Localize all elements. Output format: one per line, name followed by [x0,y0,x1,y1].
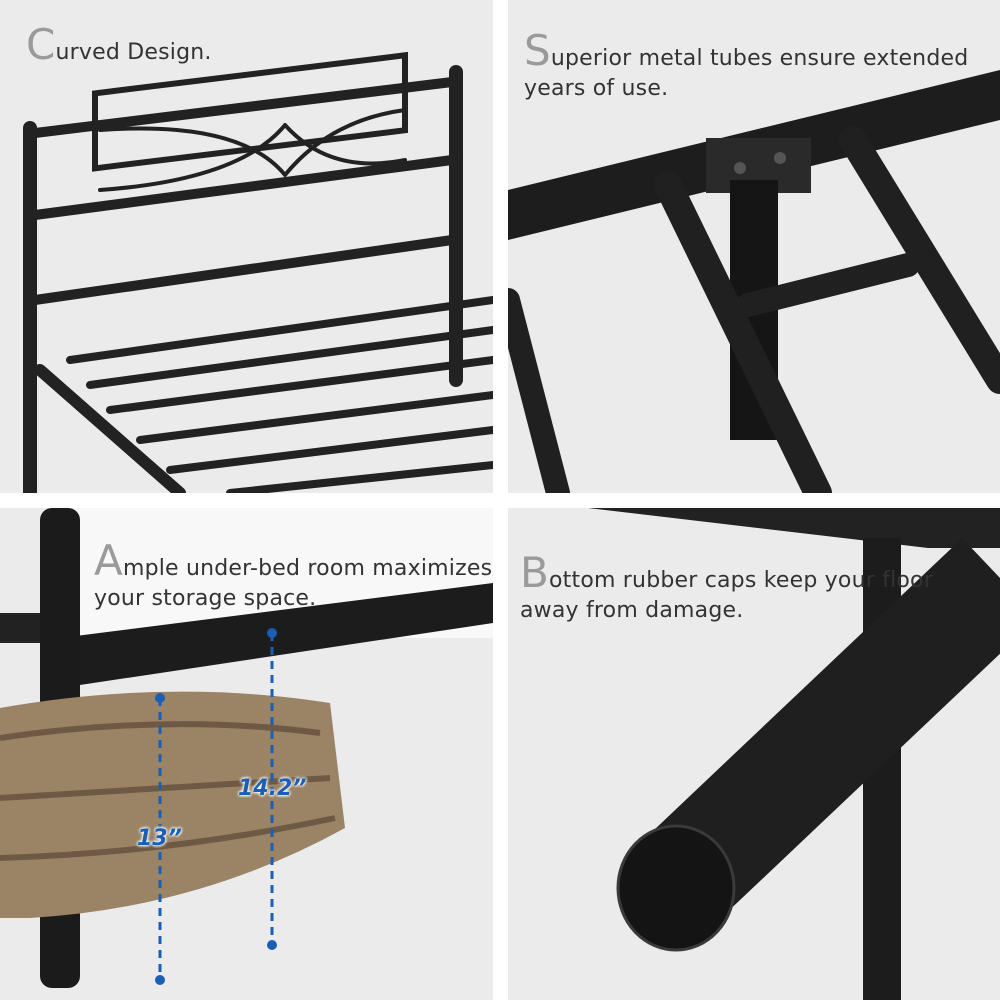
measurement-13-inch: 13” [137,826,182,851]
caption-curved-design: Curved Design. [26,24,212,68]
rubber-cap-image [588,508,1000,1000]
caption-initial: C [26,20,56,69]
caption-text: ottom rubber caps keep your floor away f… [520,568,933,623]
caption-metal-tubes: Superior metal tubes ensure extended yea… [524,30,994,104]
panel-under-bed-room: Ample under-bed room maximizes your stor… [0,508,493,1000]
panel-metal-tubes: Superior metal tubes ensure extended yea… [508,0,1000,493]
under-bed-image [0,508,493,988]
caption-text: urved Design. [55,40,212,65]
caption-initial: A [94,536,123,585]
caption-under-bed-room: Ample under-bed room maximizes your stor… [94,540,493,614]
panel-rubber-caps: Bottom rubber caps keep your floor away … [508,508,1000,1000]
panel-curved-design: Curved Design. [0,0,493,493]
headboard-image [23,51,493,493]
caption-initial: B [520,548,550,597]
measurement-14-2-inch: 14.2” [238,776,307,801]
caption-text: uperior metal tubes ensure extended year… [524,46,969,101]
caption-initial: S [524,26,551,75]
caption-text: mple under-bed room maximizes your stora… [94,556,493,611]
caption-rubber-caps: Bottom rubber caps keep your floor away … [520,552,990,626]
metal-tubes-image [508,70,1000,493]
